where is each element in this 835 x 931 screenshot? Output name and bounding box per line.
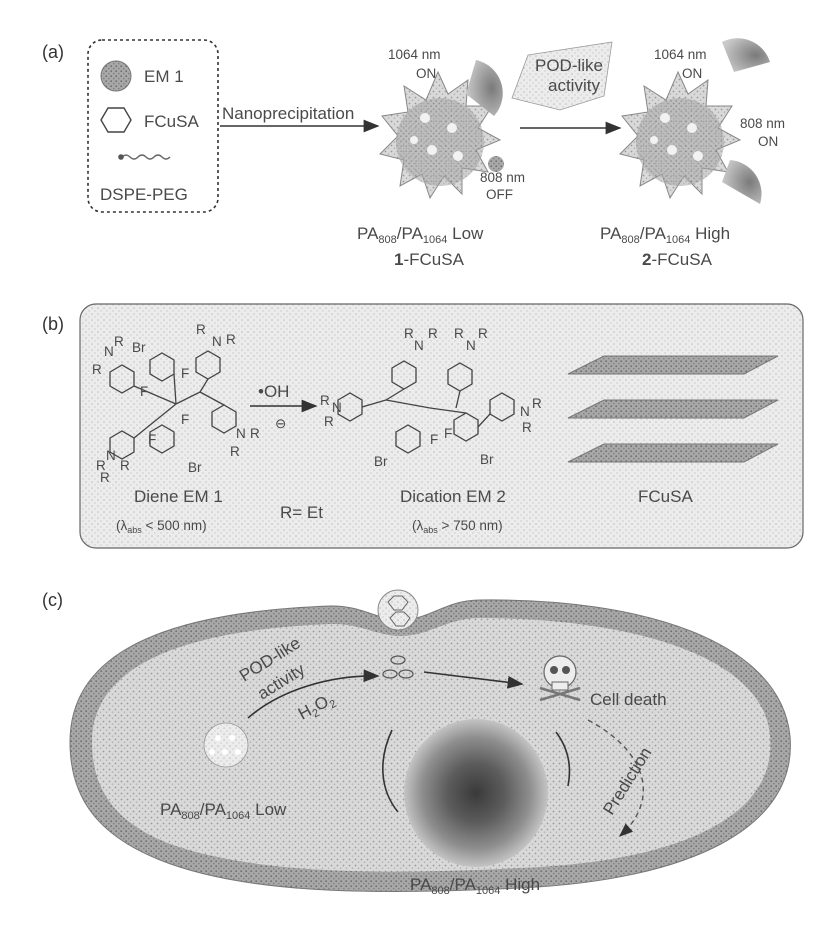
svg-text:R: R: [226, 332, 236, 347]
svg-text:R: R: [100, 470, 110, 485]
np1-laser-1064-state: ON: [416, 66, 436, 81]
panel-c: (c) POD-like activity H2O2: [42, 590, 790, 897]
panel-a: (a) EM 1 FCuSA DSPE-PEG Nanoprecipitatio…: [42, 38, 785, 269]
dspe-peg-icon: [118, 154, 170, 160]
legend-fcusa: FCuSA: [144, 112, 199, 131]
np2-ratio: PA808/PA1064 High: [600, 224, 730, 246]
svg-text:R: R: [324, 414, 334, 429]
legend-dspe-peg: DSPE-PEG: [100, 185, 188, 204]
laser-808-beam: [722, 160, 762, 204]
em1-icon: [101, 61, 131, 91]
svg-text:Br: Br: [374, 454, 388, 469]
svg-text:R: R: [230, 444, 240, 459]
electron-minus: ⊖: [275, 416, 286, 431]
panel-b-label: (b): [42, 314, 64, 334]
np2-laser-808-state: ON: [758, 134, 778, 149]
svg-text:R: R: [428, 326, 438, 341]
svg-text:N: N: [520, 404, 530, 419]
svg-text:Br: Br: [480, 452, 494, 467]
fcusa-hexagon-icon: [101, 108, 131, 132]
r-definition: R= Et: [280, 503, 323, 522]
svg-text:R: R: [404, 326, 414, 341]
svg-text:F: F: [140, 384, 148, 399]
svg-text:N: N: [236, 426, 246, 441]
np1-laser-808: 808 nm: [480, 170, 525, 185]
svg-text:N: N: [104, 344, 114, 359]
fcusa-sheets: [568, 356, 778, 462]
laser-1064-beam-2: [722, 38, 770, 72]
svg-text:R: R: [522, 420, 532, 435]
diene-em1-label: Diene EM 1: [134, 487, 223, 506]
ratio-high-label: PA808/PA1064 High: [410, 875, 540, 897]
panel-c-label: (c): [42, 590, 63, 610]
svg-text:N: N: [212, 334, 222, 349]
internalized-nanoparticle: [204, 723, 248, 767]
panel-a-label: (a): [42, 42, 64, 62]
np1-laser-808-state: OFF: [486, 187, 513, 202]
np2-laser-1064-state: ON: [682, 66, 702, 81]
svg-text:N: N: [414, 338, 424, 353]
entering-nanoparticle: [378, 590, 418, 630]
np1-ratio: PA808/PA1064 Low: [357, 224, 484, 246]
legend-em1: EM 1: [144, 67, 184, 86]
svg-text:R: R: [320, 393, 330, 408]
svg-text:R: R: [532, 396, 542, 411]
np2-name: 2-FCuSA: [642, 250, 713, 269]
svg-text:R: R: [196, 322, 206, 337]
np1-laser-1064: 1064 nm: [388, 47, 441, 62]
svg-text:R: R: [92, 362, 102, 377]
nucleus: [404, 719, 548, 867]
svg-text:F: F: [444, 426, 452, 441]
nanoparticle-2: [620, 72, 740, 198]
svg-text:F: F: [148, 432, 156, 447]
dication-em2-label: Dication EM 2: [400, 487, 506, 506]
svg-text:N: N: [106, 448, 116, 463]
svg-text:N: N: [466, 338, 476, 353]
panel-b: (b) R N R Br F F R N R F: [42, 304, 803, 548]
svg-text:R: R: [454, 326, 464, 341]
svg-text:Br: Br: [132, 340, 146, 355]
oh-radical-label: •OH: [258, 382, 289, 401]
svg-text:R: R: [250, 426, 260, 441]
np1-name: 1-FCuSA: [394, 250, 465, 269]
svg-text:R: R: [120, 458, 130, 473]
pod-label-line1: POD-like: [535, 56, 603, 75]
svg-text:F: F: [430, 432, 438, 447]
svg-text:F: F: [181, 412, 189, 427]
svg-text:F: F: [181, 366, 189, 381]
svg-text:Br: Br: [188, 460, 202, 475]
nanoprecipitation-label: Nanoprecipitation: [222, 104, 354, 123]
svg-text:R: R: [114, 334, 124, 349]
ratio-low-label: PA808/PA1064 Low: [160, 800, 287, 822]
np2-laser-808: 808 nm: [740, 116, 785, 131]
svg-text:R: R: [478, 326, 488, 341]
pod-label-line2: activity: [548, 76, 600, 95]
fcusa-label: FCuSA: [638, 487, 693, 506]
np2-laser-1064: 1064 nm: [654, 47, 707, 62]
cell-death-label: Cell death: [590, 690, 667, 709]
svg-text:N: N: [332, 400, 342, 415]
